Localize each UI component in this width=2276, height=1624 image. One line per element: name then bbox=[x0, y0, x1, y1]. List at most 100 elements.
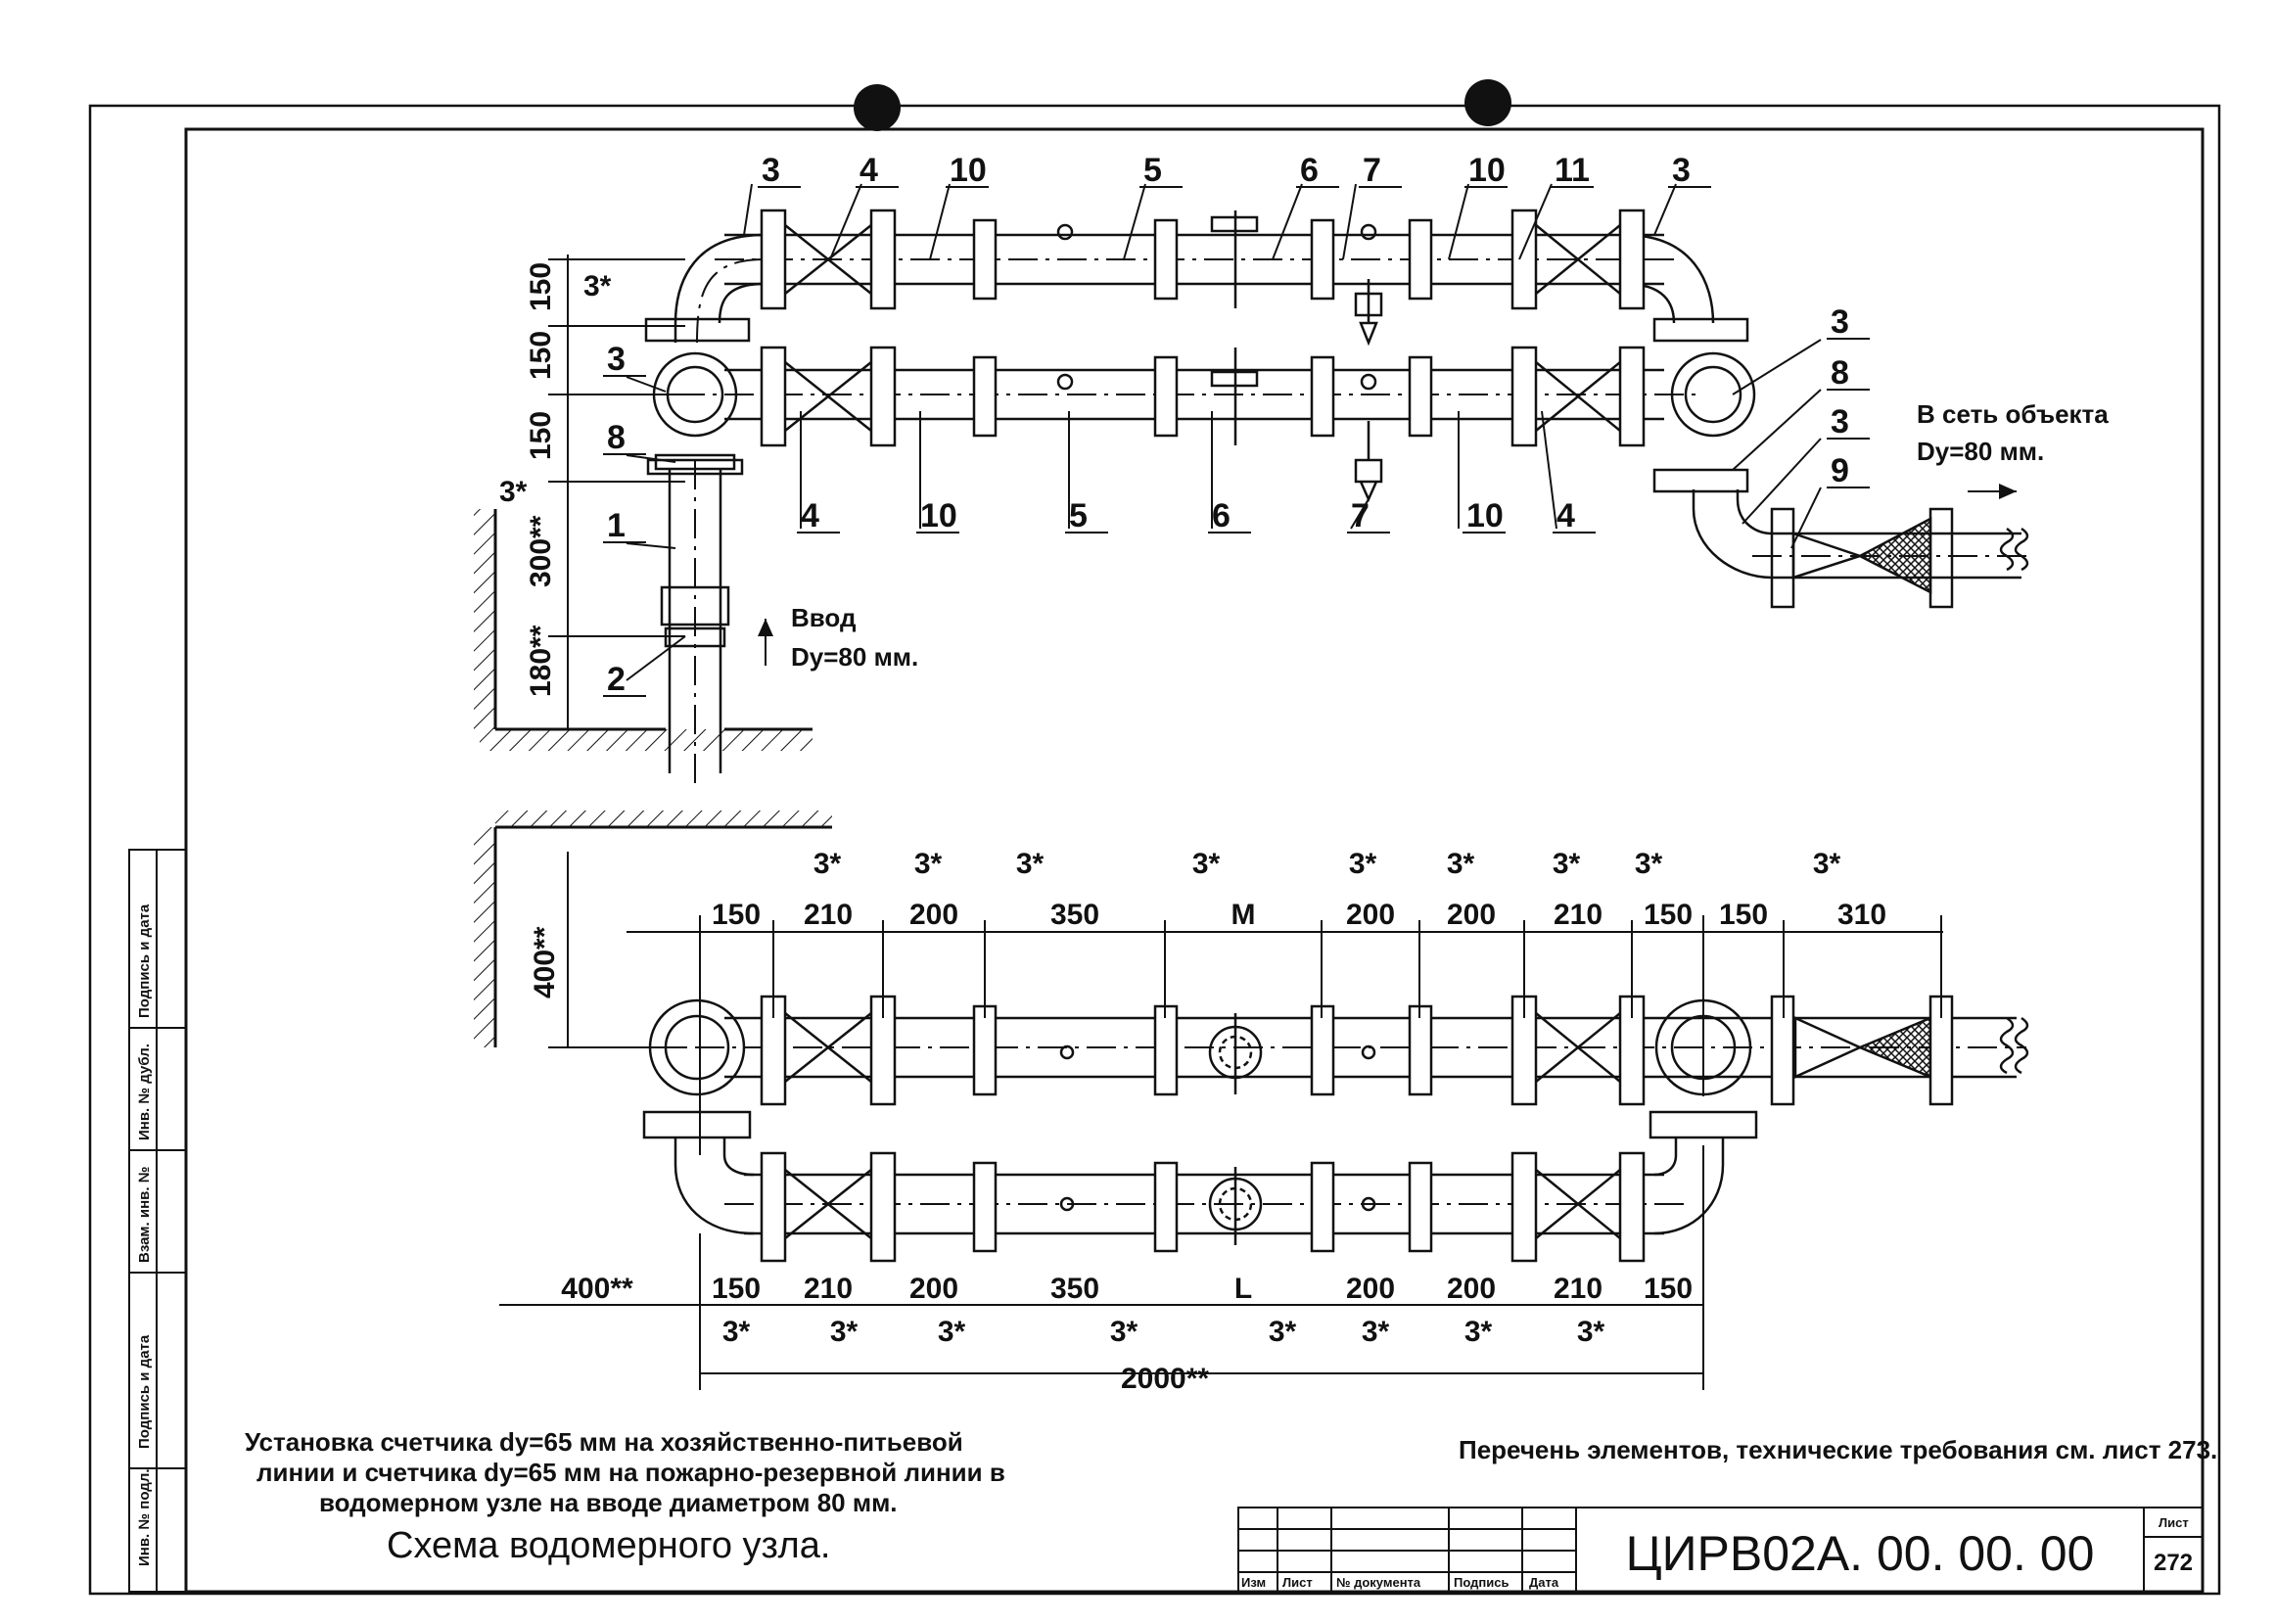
tb-header-date: Дата bbox=[1529, 1575, 1559, 1590]
drawing-title: Схема водомерного узла. bbox=[387, 1525, 830, 1566]
note-left-line1: Установка счетчика dy=65 мм на хозяйстве… bbox=[245, 1427, 963, 1457]
elev-bottom-dim: 150 bbox=[712, 1273, 761, 1305]
elev-bottom-dim: 350 bbox=[1050, 1273, 1099, 1305]
elev-top-star: 3* bbox=[1635, 848, 1663, 880]
elev-bottom-star: 3* bbox=[1577, 1316, 1605, 1348]
elev-top-star: 3* bbox=[813, 848, 842, 880]
elev-top-dim: 200 bbox=[1346, 899, 1395, 931]
callout-bot-4b: 4 bbox=[1556, 497, 1575, 534]
elev-bottom-star: 3* bbox=[1464, 1316, 1493, 1348]
title-block bbox=[1237, 1507, 2204, 1593]
tb-header-izm: Изм bbox=[1241, 1575, 1266, 1590]
callout-bot-5: 5 bbox=[1069, 497, 1088, 534]
elev-top-star: 3* bbox=[914, 848, 943, 880]
tb-sheet-label: Лист bbox=[2159, 1515, 2189, 1530]
binder-hole-right bbox=[1464, 79, 1511, 126]
output-label-line2: Dy=80 мм. bbox=[1917, 437, 2044, 466]
note-right: Перечень элементов, технические требован… bbox=[1459, 1435, 2217, 1464]
elev-bottom-star: 3* bbox=[830, 1316, 859, 1348]
callout-bot-10b: 10 bbox=[1466, 497, 1504, 534]
callout-bot-6: 6 bbox=[1212, 497, 1231, 534]
plan-flanges bbox=[760, 209, 1646, 447]
callout-top-7: 7 bbox=[1363, 152, 1381, 189]
tb-header-sign: Подпись bbox=[1454, 1575, 1509, 1590]
tb-sheet-number: 272 bbox=[2154, 1550, 2193, 1576]
callout-left-3: 3 bbox=[607, 341, 626, 378]
callout-top-3b: 3 bbox=[1672, 152, 1691, 189]
elev-bottom-star: 3* bbox=[938, 1316, 966, 1348]
elev-bottom-dim: 200 bbox=[1346, 1273, 1395, 1305]
elevation-height-dim: 400** bbox=[529, 926, 561, 998]
callout-top-4: 4 bbox=[859, 152, 878, 189]
elev-bottom-dim: 210 bbox=[804, 1273, 853, 1305]
outer-frame bbox=[88, 104, 2221, 1596]
tb-doc-number: ЦИРВ02А. 00. 00. 00 bbox=[1626, 1526, 2095, 1581]
elev-bottom-dim: 200 bbox=[1447, 1273, 1496, 1305]
elev-bottom-dim: 210 bbox=[1554, 1273, 1602, 1305]
elev-top-dim: 200 bbox=[909, 899, 958, 931]
callout-bot-10a: 10 bbox=[920, 497, 957, 534]
elev-top-dim: 150 bbox=[1719, 899, 1768, 931]
plan-dim-150-2: 150 bbox=[525, 331, 557, 380]
callout-right-3b: 3 bbox=[1831, 403, 1849, 441]
elev-bottom-dim: 150 bbox=[1644, 1273, 1693, 1305]
plan-star-3-2: 3* bbox=[499, 476, 528, 508]
tb-header-list: Лист bbox=[1282, 1575, 1313, 1590]
elev-top-dim: 150 bbox=[1644, 899, 1693, 931]
elevation-flanges bbox=[760, 995, 1954, 1263]
plan-callouts: 3 4 10 5 6 7 10 11 3 3 8 1 2 4 10 5 6 7 10 4 3 8 3 9 bbox=[603, 152, 1870, 698]
elev-top-star: 3* bbox=[1813, 848, 1841, 880]
elevation-dim-lines bbox=[499, 852, 1943, 1390]
elevation-total-dim: 2000** bbox=[1121, 1363, 1209, 1395]
plan-dim-300: 300** bbox=[525, 515, 557, 587]
elev-bottom-dim: 200 bbox=[909, 1273, 958, 1305]
note-left-line3: водомерном узле на вводе диаметром 80 мм… bbox=[319, 1488, 898, 1517]
callout-top-11: 11 bbox=[1555, 152, 1590, 189]
elev-top-dim: 210 bbox=[1554, 899, 1602, 931]
callout-top-3a: 3 bbox=[762, 152, 780, 189]
callout-top-5: 5 bbox=[1143, 152, 1162, 189]
elev-bottom-star: 3* bbox=[722, 1316, 751, 1348]
callout-right-8: 8 bbox=[1831, 354, 1849, 392]
elev-top-star: 3* bbox=[1016, 848, 1045, 880]
stamp-inv-podl: Инв. № подл. bbox=[136, 1468, 153, 1566]
plan-dim-180: 180** bbox=[525, 625, 557, 697]
elev-top-star: 3* bbox=[1447, 848, 1475, 880]
plan-dim-150-1: 150 bbox=[525, 262, 557, 311]
elev-top-star: 3* bbox=[1349, 848, 1377, 880]
plan-dim-150-3: 150 bbox=[525, 411, 557, 460]
elev-top-dim: M bbox=[1231, 899, 1256, 931]
callout-left-8: 8 bbox=[607, 419, 626, 456]
binder-hole-left bbox=[854, 84, 901, 131]
stamp-vzam-inv: Взам. инв. № bbox=[136, 1167, 153, 1263]
callout-top-10b: 10 bbox=[1468, 152, 1506, 189]
callout-bot-7: 7 bbox=[1351, 497, 1370, 534]
callout-right-9: 9 bbox=[1831, 452, 1849, 489]
elev-top-dim: 310 bbox=[1837, 899, 1886, 931]
callout-left-2: 2 bbox=[607, 661, 626, 698]
stamp-sign-date-1: Подпись и дата bbox=[136, 1334, 153, 1449]
callout-bot-4a: 4 bbox=[801, 497, 819, 534]
elev-top-dim: 200 bbox=[1447, 899, 1496, 931]
elev-bottom-dim: L bbox=[1234, 1273, 1252, 1305]
callout-top-6: 6 bbox=[1300, 152, 1319, 189]
output-label-line1: В сеть объекта bbox=[1917, 399, 2109, 429]
elev-top-dim: 350 bbox=[1050, 899, 1099, 931]
side-stamp bbox=[128, 849, 187, 1593]
input-label-line2: Dy=80 мм. bbox=[791, 642, 918, 672]
callout-left-1: 1 bbox=[607, 507, 626, 544]
plan-view bbox=[474, 233, 2029, 783]
callout-right-3a: 3 bbox=[1831, 303, 1849, 341]
plan-star-3-1: 3* bbox=[583, 270, 612, 302]
plan-vertical-dims bbox=[548, 255, 685, 729]
callout-top-10a: 10 bbox=[950, 152, 987, 189]
elev-top-dim: 210 bbox=[804, 899, 853, 931]
stamp-sign-date-2: Подпись и дата bbox=[136, 904, 153, 1018]
elev-bottom-star: 3* bbox=[1269, 1316, 1297, 1348]
elev-bottom-star: 3* bbox=[1110, 1316, 1138, 1348]
note-left-line2: линии и счетчика dy=65 мм на пожарно-рез… bbox=[256, 1458, 1005, 1487]
elev-bottom-star: 3* bbox=[1362, 1316, 1390, 1348]
